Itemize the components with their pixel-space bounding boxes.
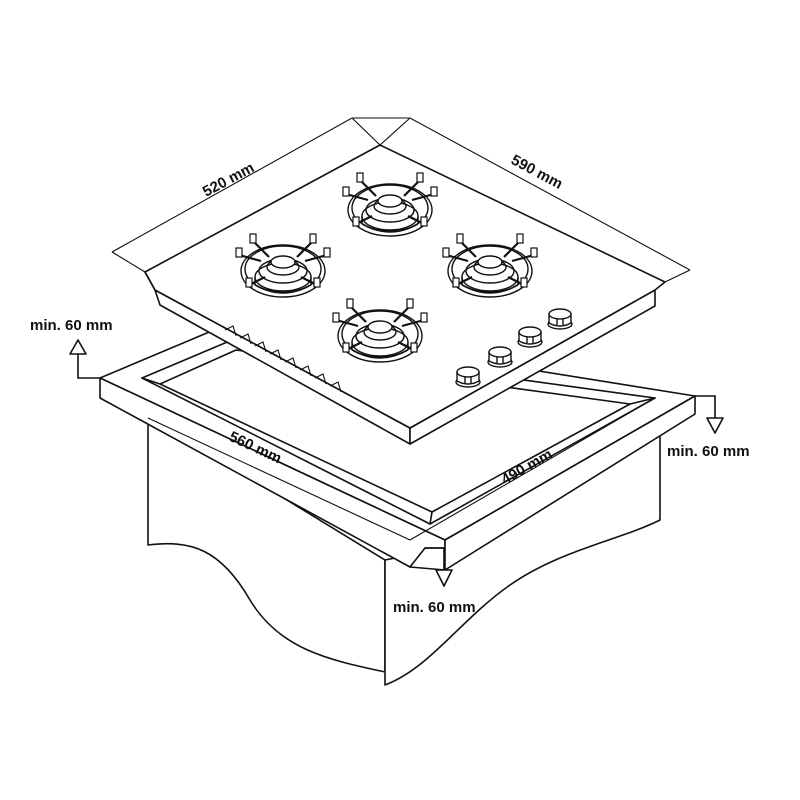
gas-burner-icon <box>442 233 538 298</box>
arrow-icon <box>424 547 453 587</box>
hob-vent-slots <box>224 325 342 393</box>
gas-burner-icon <box>332 298 428 363</box>
burners <box>235 172 538 363</box>
hob <box>144 144 666 445</box>
control-knob-icon <box>487 346 513 368</box>
clearance-arrows <box>69 339 724 587</box>
dim-line-cutout-width <box>147 417 411 541</box>
label-hob-depth: 520 mm <box>200 159 257 200</box>
cabinet-left-side <box>147 414 386 673</box>
dimension-lines <box>111 117 691 541</box>
control-knob-icon <box>517 326 543 348</box>
label-clearance-right: min. 60 mm <box>667 443 750 460</box>
dim-line-hob-width <box>409 117 691 271</box>
arrow-icon <box>69 339 101 379</box>
dim-line-cutout-depth <box>409 397 656 541</box>
gas-burner-icon <box>342 172 438 237</box>
control-knobs <box>455 308 573 388</box>
label-clearance-left: min. 60 mm <box>30 317 113 334</box>
arrow-icon <box>694 395 724 434</box>
gas-burner-icon <box>235 233 331 298</box>
label-clearance-front: min. 60 mm <box>393 599 476 616</box>
dim-line-hob-depth <box>111 117 353 253</box>
control-knob-icon <box>455 366 481 388</box>
countertop-right-edge <box>444 395 696 571</box>
control-knob-icon <box>547 308 573 330</box>
countertop-front-edge <box>99 377 446 571</box>
